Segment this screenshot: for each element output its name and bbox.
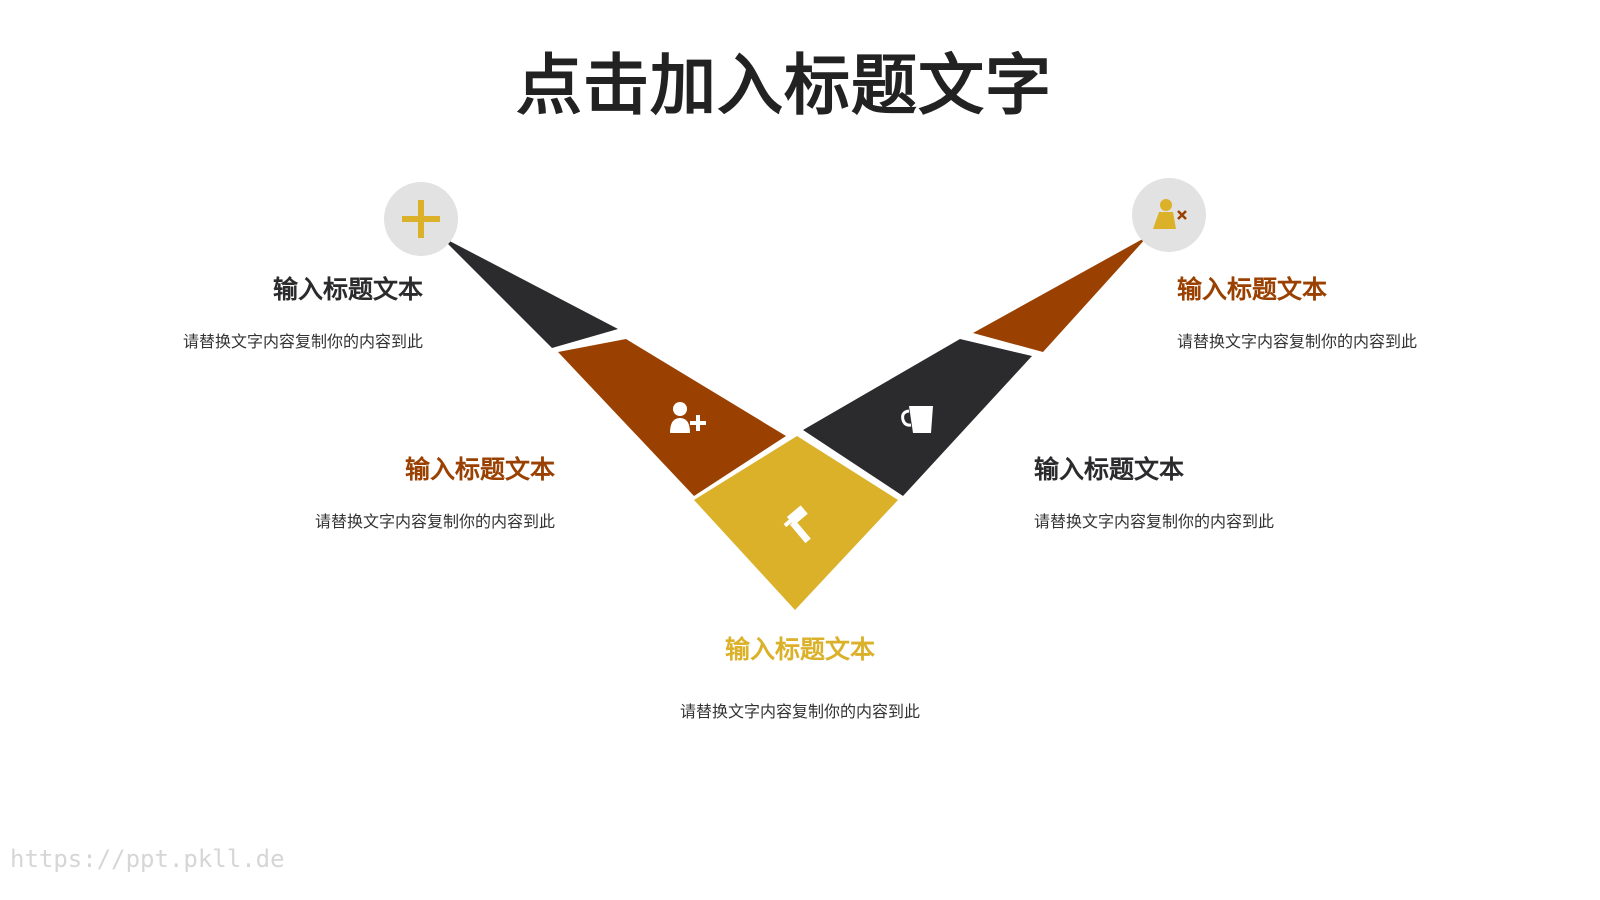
segment-right-top [973,236,1148,352]
add-user-icon [670,402,706,433]
item-desc-left-middle: 请替换文字内容复制你的内容到此 [314,512,555,531]
watermark-link[interactable]: https://ppt.pkll.de [10,845,285,873]
item-heading-left-middle: 输入标题文本 [404,455,555,484]
item-desc-bottom: 请替换文字内容复制你的内容到此 [679,702,920,721]
gavel-icon [783,505,811,544]
page-title: 点击加入标题文字 [516,47,1052,124]
item-desc-right-middle: 请替换文字内容复制你的内容到此 [1034,512,1275,531]
item-heading-bottom: 输入标题文本 [724,635,875,664]
item-heading-top-left: 输入标题文本 [272,275,423,304]
user-remove-icon [1132,178,1206,252]
segment-left-top [440,236,618,348]
item-desc-top-right: 请替换文字内容复制你的内容到此 [1177,332,1418,351]
item-desc-top-left: 请替换文字内容复制你的内容到此 [182,332,423,351]
item-heading-right-middle: 输入标题文本 [1034,455,1185,484]
segment-left-middle [558,339,786,496]
plus-icon [384,182,458,256]
item-heading-top-right: 输入标题文本 [1177,275,1328,304]
mug-icon [901,406,933,433]
